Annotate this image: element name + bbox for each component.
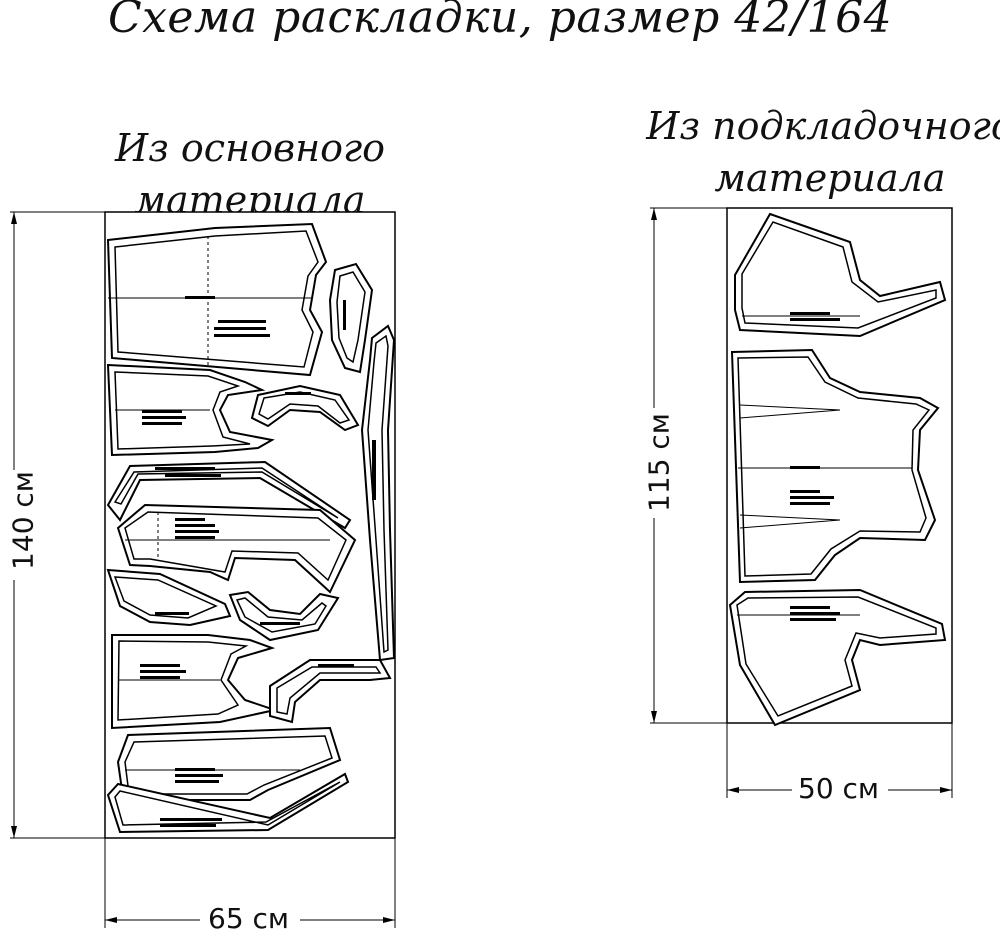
lining-width-label: 50 см	[798, 772, 880, 805]
lining-height-label: 115 см	[642, 413, 676, 512]
main-width-label: 65 см	[208, 902, 290, 935]
diagram-title: Схема раскладки, размер 42/164	[107, 0, 893, 43]
main-height-label: 140 см	[6, 471, 40, 570]
main-pattern-pieces	[106, 222, 396, 834]
main-dimension-lines	[10, 211, 396, 928]
lining-pattern-pieces	[728, 212, 947, 727]
lining-dimension-lines	[650, 207, 953, 798]
